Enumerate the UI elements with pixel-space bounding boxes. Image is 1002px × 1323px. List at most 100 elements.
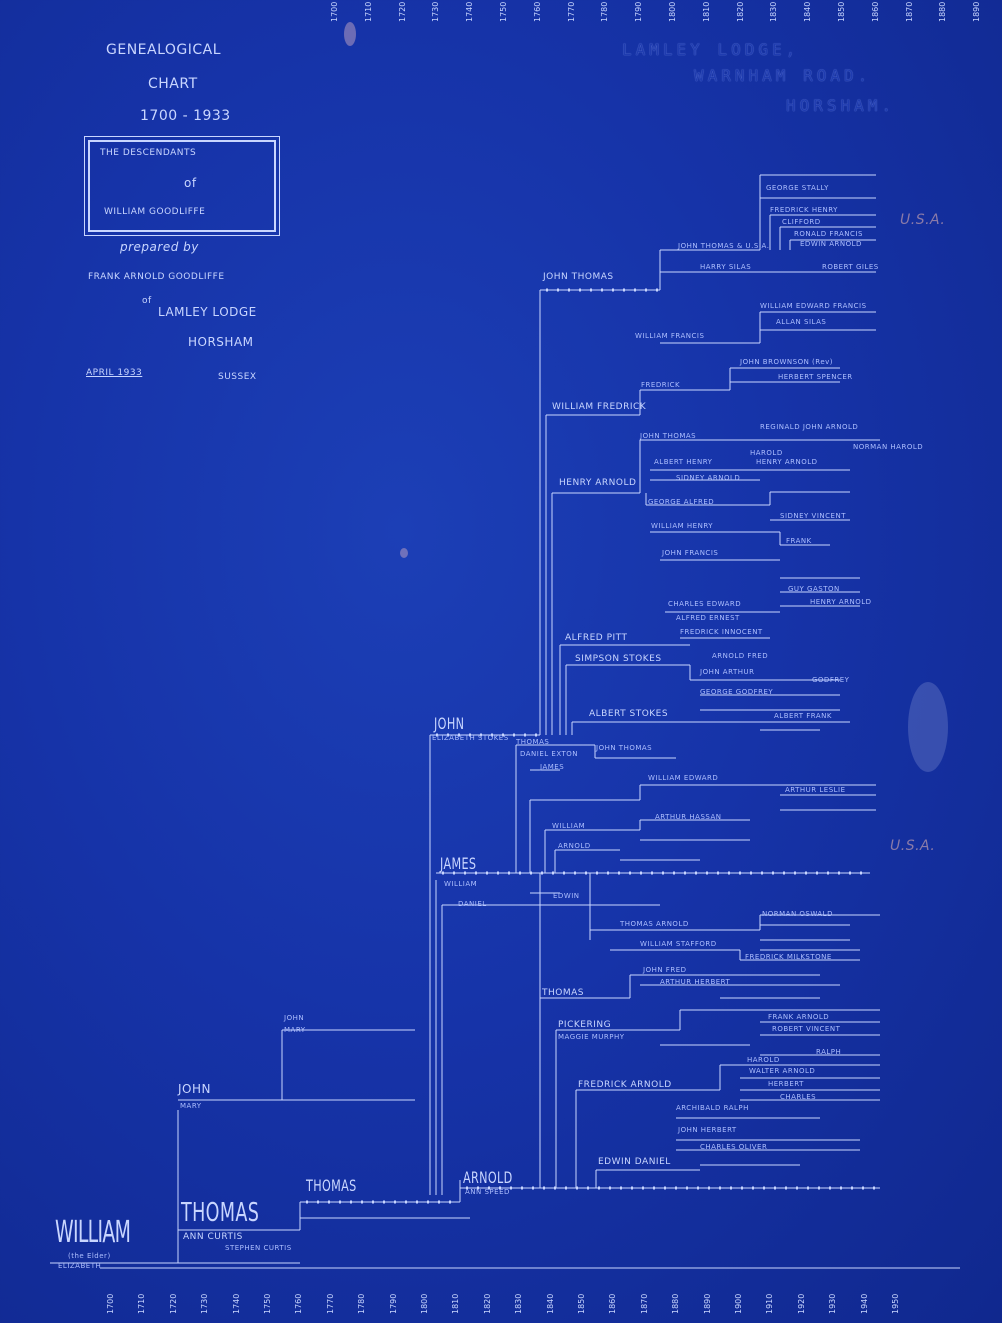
- generation-tick: [609, 1186, 611, 1190]
- generation-tick: [372, 1200, 374, 1204]
- year-label-top: 1760: [532, 1, 542, 22]
- generation-tick: [590, 288, 592, 292]
- name-clifford: CLIFFORD: [782, 218, 821, 226]
- name-walter-arnold: WALTER ARNOLD: [749, 1067, 816, 1075]
- generation-tick: [574, 871, 576, 875]
- name-frederick-henry: FREDRICK HENRY: [770, 206, 838, 214]
- year-label-bottom: 1830: [514, 1293, 524, 1314]
- year-label-top: 1740: [465, 1, 475, 22]
- generation-tick: [708, 1186, 710, 1190]
- name-john-arthur: JOHN ARTHUR: [700, 668, 755, 676]
- name-albert-henry: ALBERT HENRY: [654, 458, 713, 466]
- year-label-bottom: 1900: [734, 1293, 743, 1314]
- generation-tick: [620, 1186, 622, 1190]
- year-label-top: 1720: [397, 1, 407, 22]
- generation-tick: [752, 1186, 754, 1190]
- generation-tick: [662, 871, 664, 875]
- name-john-thomas-usa: JOHN THOMAS & U.S.A.: [678, 242, 770, 250]
- name-william2: WILLIAM: [444, 880, 478, 888]
- name-william-francis: WILLIAM FRANCIS: [635, 332, 705, 340]
- generation-tick: [535, 733, 537, 737]
- name-ronald-francis: RONALD FRANCIS: [794, 230, 863, 238]
- year-label-bottom: 1870: [639, 1293, 649, 1314]
- name-harold: HAROLD: [747, 1056, 780, 1064]
- generation-tick: [706, 871, 708, 875]
- generation-tick: [447, 733, 449, 737]
- year-label-top: 1860: [870, 1, 880, 22]
- year-label-top: 1800: [668, 1, 677, 22]
- generation-tick: [645, 288, 647, 292]
- name-william-edward: WILLIAM EDWARD: [648, 774, 719, 782]
- name-mary2: MARY: [284, 1026, 306, 1034]
- generation-tick: [416, 1200, 418, 1204]
- generation-tick: [508, 871, 510, 875]
- name-ann-speed: ANN SPEED: [465, 1188, 510, 1196]
- generation-tick: [524, 733, 526, 737]
- name-edwin-arnold: EDWIN ARNOLD: [800, 240, 862, 248]
- year-label-bottom: 1800: [420, 1293, 429, 1314]
- generation-tick: [427, 1200, 429, 1204]
- generation-tick: [513, 733, 515, 737]
- title-lodge: LAMLEY LODGE: [158, 305, 257, 319]
- generation-tick: [554, 1186, 556, 1190]
- name-george-godfrey: GEORGE GODFREY: [700, 688, 774, 696]
- year-label-bottom: 1880: [671, 1293, 681, 1314]
- year-label-bottom: 1730: [200, 1293, 210, 1314]
- name-henry-arnold3: HENRY ARNOLD: [756, 458, 818, 466]
- name-william-edward-francis: WILLIAM EDWARD FRANCIS: [760, 302, 867, 310]
- generation-tick: [350, 1200, 352, 1204]
- title-of: of: [184, 176, 197, 190]
- name-arthur-hassan: ARTHUR HASSAN: [655, 813, 722, 821]
- generation-tick: [317, 1200, 319, 1204]
- name-john-fred: JOHN FRED: [643, 966, 687, 974]
- year-label-bottom: 1820: [482, 1293, 492, 1314]
- generation-tick: [442, 871, 444, 875]
- generation-tick: [488, 1186, 490, 1190]
- year-label-top: 1850: [837, 1, 846, 22]
- generation-tick: [697, 1186, 699, 1190]
- generation-tick: [579, 288, 581, 292]
- generation-tick: [656, 288, 658, 292]
- title-name: WILLIAM GOODLIFFE: [104, 207, 206, 217]
- generation-tick: [728, 871, 730, 875]
- generation-tick: [634, 288, 636, 292]
- generation-tick: [543, 1186, 545, 1190]
- year-label-top: 1840: [803, 1, 813, 22]
- generation-tick: [546, 288, 548, 292]
- name-henry-arnold2: HENRY ARNOLD: [810, 598, 872, 606]
- generation-tick: [453, 871, 455, 875]
- name-arthur-herbert: ARTHUR HERBERT: [660, 978, 731, 986]
- name-henry-arnold: HENRY ARNOLD: [559, 478, 637, 488]
- year-label-bottom: 1850: [577, 1293, 586, 1314]
- name-robert-giles: ROBERT GILES: [822, 263, 879, 271]
- year-label-top: 1700: [330, 1, 339, 22]
- generation-tick: [862, 1186, 864, 1190]
- name-frank: FRANK: [786, 537, 812, 545]
- generation-tick: [763, 1186, 765, 1190]
- pencil-usa-1: U.S.A.: [900, 212, 946, 228]
- year-label-bottom: 1950: [891, 1293, 900, 1314]
- name-charles-edward: CHARLES EDWARD: [668, 600, 742, 608]
- name-elizabeth: ELIZABETH: [58, 1262, 102, 1270]
- name-john2: JOHN: [284, 1014, 305, 1022]
- generation-tick: [640, 871, 642, 875]
- name-john-thomas2: JOHN THOMAS: [640, 432, 697, 440]
- generation-tick: [576, 1186, 578, 1190]
- generation-tick: [629, 871, 631, 875]
- generation-tick: [601, 288, 603, 292]
- name-john3: JOHN: [434, 714, 465, 733]
- name-mary1: MARY: [180, 1102, 202, 1110]
- title-date: APRIL 1933: [86, 368, 143, 378]
- year-label-top: 1730: [431, 1, 441, 22]
- generation-tick: [449, 1200, 451, 1204]
- name-john-herbert: JOHN HERBERT: [678, 1126, 737, 1134]
- generation-tick: [860, 871, 862, 875]
- year-label-bottom: 1940: [859, 1293, 869, 1314]
- name-thomas2: THOMAS: [306, 1176, 357, 1195]
- generation-tick: [557, 288, 559, 292]
- name-john1: JOHN: [178, 1082, 211, 1096]
- year-label-bottom: 1790: [388, 1293, 398, 1314]
- generation-tick: [565, 1186, 567, 1190]
- generation-tick: [675, 1186, 677, 1190]
